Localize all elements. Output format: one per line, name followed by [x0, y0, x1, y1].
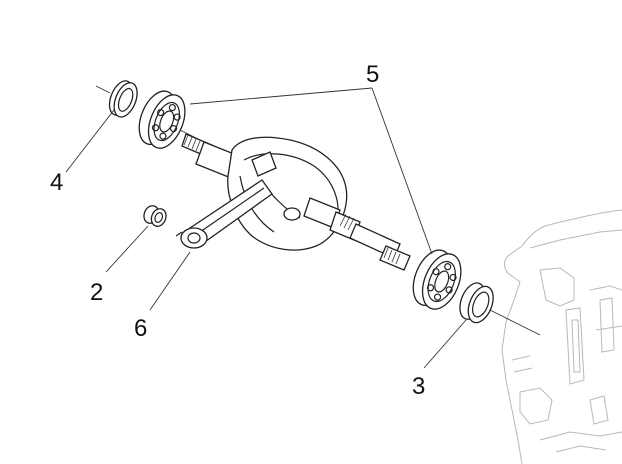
ball-bearing-right	[412, 249, 462, 310]
needle-roller-bearing	[143, 205, 167, 227]
callout-6: 6	[134, 315, 147, 342]
crankshaft-right-shaft	[303, 197, 411, 271]
callout-3: 3	[412, 373, 425, 400]
connecting-rod	[175, 179, 273, 249]
callout-2: 2	[90, 279, 103, 306]
oil-seal-right	[459, 282, 494, 324]
callout-5: 5	[366, 61, 379, 88]
leader-lines	[65, 87, 467, 369]
callout-4: 4	[50, 169, 63, 196]
oil-seal-left	[108, 80, 138, 118]
crankcase-outline	[501, 209, 622, 464]
ball-bearing-left	[138, 90, 186, 149]
